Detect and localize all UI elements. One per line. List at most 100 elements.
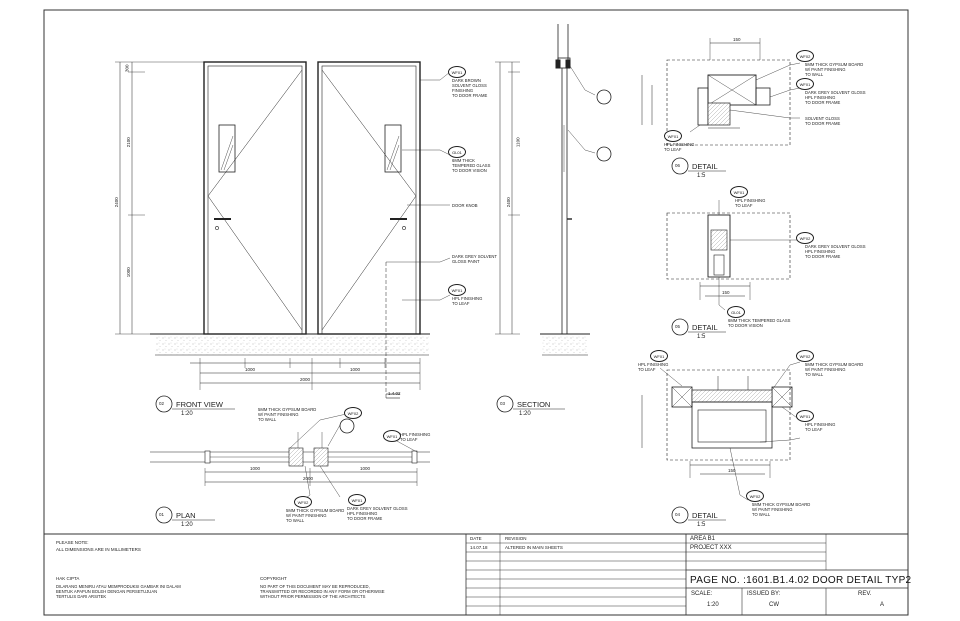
dim-detail-06-width: 150 xyxy=(733,37,741,42)
tb-rev-value: A xyxy=(880,602,885,608)
section-marker: 1.4.02 xyxy=(388,391,401,396)
det06-tag-d: WF01 xyxy=(664,130,682,142)
dim-plan-width-a: 1000 xyxy=(250,466,261,471)
detail-04-drawing xyxy=(641,361,801,501)
note-door-knob: DOOR KNOB xyxy=(452,203,478,208)
plan-scale: 1:20 xyxy=(181,522,193,528)
wf01-tag-plan-right: WF01 xyxy=(383,430,401,442)
title-block-lines xyxy=(44,533,908,615)
section-callout-ref-06 xyxy=(597,92,611,102)
door-frame-right xyxy=(317,61,421,335)
dim-front-width-left: 1000 xyxy=(245,367,256,372)
copyright-title: COPYRIGHT xyxy=(260,576,287,581)
tb-scale-label: SCALE: xyxy=(691,591,713,597)
det05-tag-c: GL01 xyxy=(727,306,745,318)
vision-panel-right xyxy=(384,124,402,173)
please-note: PLEASE NOTE: xyxy=(56,540,89,545)
wf02-tag-plan-bottom: WF02 xyxy=(294,496,312,508)
dim-front-total-width: 2000 xyxy=(300,377,311,382)
tb-project: PROJECT XXX xyxy=(690,545,732,551)
dim-detail-05-width: 150 xyxy=(722,290,730,295)
det06-tag-a: WF02 xyxy=(796,50,814,62)
wf01-tag-plan-bottom: WF01 xyxy=(348,494,366,506)
tb-revision-label: REVISION xyxy=(505,536,527,541)
plan-number: 01 xyxy=(159,512,165,517)
detail-05-drawing xyxy=(666,200,800,311)
tb-rev-label: REV. xyxy=(858,591,872,597)
section-title: SECTION xyxy=(517,400,551,409)
det04-tag-c: WF01 xyxy=(796,410,814,422)
det05-tag-b: WF02 xyxy=(796,232,814,244)
tb-date-label: DATE xyxy=(470,536,482,541)
tb-rev-date: 14.07.18 xyxy=(470,545,488,550)
tb-issued-label: ISSUED BY: xyxy=(747,591,781,597)
wf02-tag-plan-top: WF02 xyxy=(344,407,362,419)
detail-04-number: 04 xyxy=(675,512,681,517)
dim-section-mid: 1100 xyxy=(515,137,521,148)
tb-area: AREA B1 xyxy=(690,536,716,542)
detail-05-title: DETAIL xyxy=(692,323,718,332)
door-frame-left xyxy=(203,61,307,335)
hak-cipta-text: DILARANG MENIRU ATAU MEMPRODUKSI GAMBAR … xyxy=(56,584,181,599)
front-view-number: 02 xyxy=(159,401,165,406)
detail-05-number: 05 xyxy=(675,324,681,329)
section-number: 03 xyxy=(500,401,506,406)
tb-rev-desc: ALTERED IN MAIN SHEETS xyxy=(505,545,563,550)
detail-05-scale: 1:5 xyxy=(697,334,706,340)
copyright-text: NO PART OF THIS DOCUMENT MAY BE REPRODUC… xyxy=(260,584,385,599)
tb-issued-value: CW xyxy=(769,602,779,608)
det04-tag-b: WF02 xyxy=(796,350,814,362)
plan-title: PLAN xyxy=(176,511,196,520)
front-view-drawing xyxy=(115,61,520,398)
dim-plan-width-b: 1000 xyxy=(360,466,371,471)
front-view-title: FRONT VIEW xyxy=(176,400,223,409)
det06-tag-b: WF01 xyxy=(796,78,814,90)
front-view-scale: 1:20 xyxy=(181,411,193,417)
dim-plan-total: 2000 xyxy=(303,476,314,481)
tb-page-no: PAGE NO. :1601.B1.4.02 DOOR DETAIL TYP2 xyxy=(690,575,912,586)
wf01-tag-front-a: WF01 xyxy=(448,66,466,78)
dim-section-total-height: 2400 xyxy=(505,197,511,208)
det04-tag-d: WF02 xyxy=(746,490,764,502)
gl01-tag-front: GL01 xyxy=(448,146,466,158)
dim-front-width-right: 1000 xyxy=(350,367,361,372)
detail-06-drawing xyxy=(641,38,801,146)
view-title-markers xyxy=(155,89,726,524)
det04-tag-a: WF01 xyxy=(650,350,668,362)
plan-drawing xyxy=(150,411,430,501)
tb-scale-value: 1:20 xyxy=(707,602,719,608)
det05-tag-a: WF01 xyxy=(730,186,748,198)
wf01-tag-front-b: WF01 xyxy=(448,284,466,296)
section-drawing xyxy=(540,24,596,356)
detail-04-title: DETAIL xyxy=(692,511,718,520)
detail-04-scale: 1:5 xyxy=(697,522,706,528)
detail-06-scale: 1:5 xyxy=(697,173,706,179)
dim-front-leaf-height: 2100 xyxy=(125,137,131,148)
sheet-border xyxy=(43,9,909,616)
dim-front-bottom: 1000 xyxy=(125,267,131,278)
floor-slab-hatch xyxy=(155,335,429,355)
dim-front-total-height: 2400 xyxy=(113,197,119,208)
dim-detail-04-width: 150 xyxy=(728,468,736,473)
dim-front-top: 300 xyxy=(124,64,130,73)
detail-06-number: 06 xyxy=(675,163,681,168)
